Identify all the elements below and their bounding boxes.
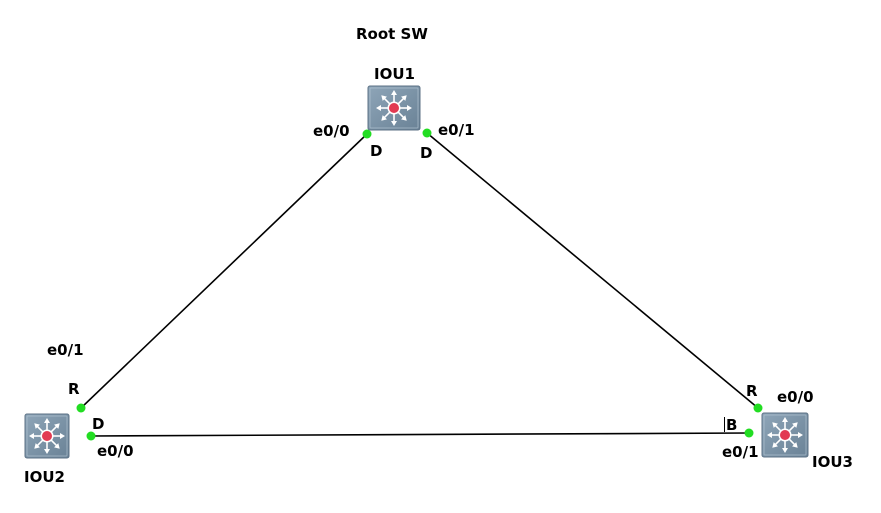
switch-arrow <box>381 111 391 121</box>
port-role-iou2-e0-0: D <box>92 415 105 433</box>
device-label-iou1[interactable]: IOU1 <box>374 65 415 83</box>
switch-arrow <box>50 439 60 449</box>
port-role-iou3-e0-0: R <box>746 382 758 400</box>
switch-arrow <box>782 417 788 429</box>
switch-arrow <box>381 95 391 105</box>
switch-arrow <box>34 439 44 449</box>
switch-center <box>389 103 399 113</box>
switch-arrow <box>34 423 44 433</box>
link-iou2-iou3[interactable] <box>90 432 750 437</box>
root-switch-annotation: Root SW <box>356 25 428 43</box>
switch-arrow <box>400 105 412 111</box>
port-label-iou2-e0-1: e0/1 <box>47 341 84 359</box>
switch-arrow <box>767 432 779 438</box>
switch-icon[interactable] <box>24 413 70 459</box>
port-dot-iou2-e0-1[interactable] <box>76 403 86 413</box>
switch-arrow <box>772 438 782 448</box>
port-label-iou2-e0-0: e0/0 <box>97 442 134 460</box>
switch-arrow <box>391 90 397 102</box>
switch-arrow <box>788 422 798 432</box>
port-label-iou1-e0-0: e0/0 <box>313 122 350 140</box>
port-label-iou3-e0-1: e0/1 <box>722 443 759 461</box>
switch-arrow <box>376 105 388 111</box>
port-dot-iou3-e0-1[interactable] <box>744 428 754 438</box>
switch-arrow <box>53 433 65 439</box>
switch-arrow <box>50 423 60 433</box>
switch-center <box>780 430 790 440</box>
switch-arrow <box>391 114 397 126</box>
port-role-iou2-e0-1: R <box>68 380 80 398</box>
switch-arrow <box>788 438 798 448</box>
text-cursor <box>724 417 725 432</box>
port-label-iou3-e0-0: e0/0 <box>777 388 814 406</box>
switch-arrow <box>44 418 50 430</box>
port-role-iou1-e0-1: D <box>420 144 433 162</box>
switch-icon[interactable] <box>761 412 809 458</box>
switch-arrow <box>397 111 407 121</box>
switch-center <box>42 431 52 441</box>
port-dot-iou1-e0-1[interactable] <box>422 128 432 138</box>
switch-arrow <box>791 432 803 438</box>
link-iou1-iou3[interactable] <box>426 132 759 409</box>
switch-arrow <box>782 441 788 453</box>
switch-arrow <box>44 442 50 454</box>
switch-arrow <box>397 95 407 105</box>
port-label-iou1-e0-1: e0/1 <box>438 121 475 139</box>
port-role-iou3-e0-1: B <box>726 416 738 434</box>
switch-arrow <box>29 433 41 439</box>
port-dot-iou3-e0-0[interactable] <box>753 403 763 413</box>
port-dot-iou1-e0-0[interactable] <box>362 129 372 139</box>
port-dot-iou2-e0-0[interactable] <box>86 431 96 441</box>
link-iou1-iou2[interactable] <box>80 133 368 409</box>
port-role-iou1-e0-0: D <box>370 142 383 160</box>
device-label-iou2[interactable]: IOU2 <box>24 468 65 486</box>
device-label-iou3[interactable]: IOU3 <box>812 453 853 471</box>
switch-arrow <box>772 422 782 432</box>
switch-icon[interactable] <box>367 85 421 131</box>
